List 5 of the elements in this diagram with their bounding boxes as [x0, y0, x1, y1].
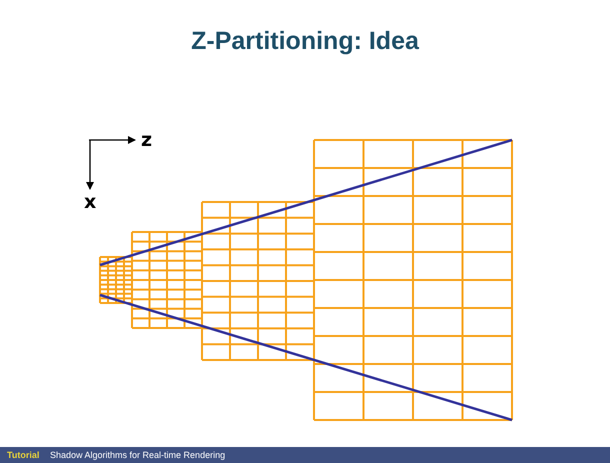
- axis-label: x: [84, 191, 96, 213]
- slide-title: Z-Partitioning: Idea: [190, 27, 420, 56]
- axis-label: z: [141, 129, 152, 151]
- footer-text: Shadow Algorithms for Real-time Rendering: [50, 449, 226, 461]
- footer-tag: Tutorial: [7, 449, 40, 461]
